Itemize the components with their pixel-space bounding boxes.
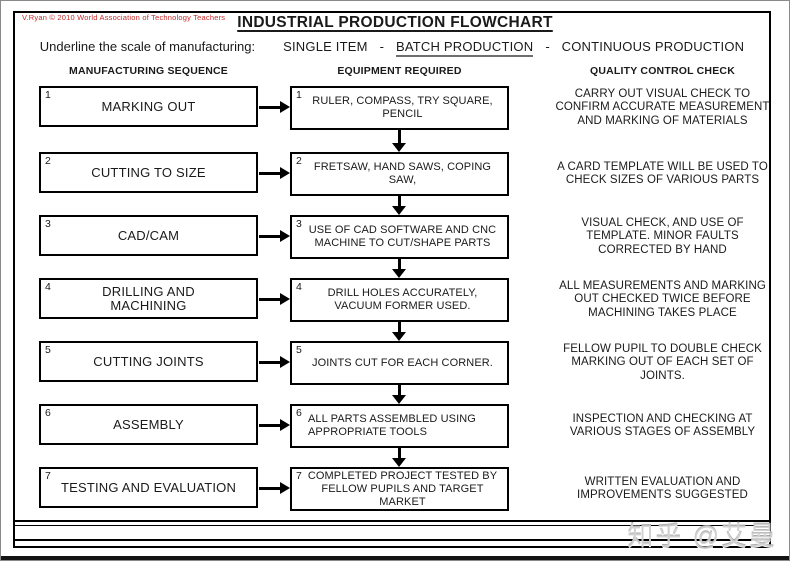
scale-option-continuous-production: CONTINUOUS PRODUCTION: [561, 39, 745, 54]
equipment-box-2: 2 FRETSAW, HAND SAWS, COPING SAW,: [290, 152, 509, 196]
equipment-text: DRILL HOLES ACCURATELY, VACUUM FORMER US…: [327, 287, 478, 312]
arrow-right-icon: [259, 419, 290, 431]
arrow-down-icon: [392, 196, 406, 215]
footer-rule-line: [13, 520, 771, 522]
sequence-box-number: 4: [45, 281, 51, 293]
equipment-box-number: 6: [296, 407, 302, 419]
column-header-quality-control-check: QUALITY CONTROL CHECK: [590, 65, 735, 77]
equipment-text: FRETSAW, HAND SAWS, COPING SAW,: [313, 161, 492, 186]
scale-separator: -: [379, 39, 385, 54]
quality-check-text-6: INSPECTION AND CHECKING AT VARIOUS STAGE…: [569, 412, 756, 439]
equipment-box-6: 6 ALL PARTS ASSEMBLED USING APPROPRIATE …: [290, 404, 509, 448]
footer-rule-line: [13, 525, 771, 526]
equipment-box-7: 7 COMPLETED PROJECT TESTED BY FELLOW PUP…: [290, 467, 509, 511]
scale-separator: -: [545, 39, 550, 54]
bottom-border-bar: [1, 556, 789, 560]
equipment-text: RULER, COMPASS, TRY SQUARE, PENCIL: [312, 95, 493, 120]
equipment-text: COMPLETED PROJECT TESTED BY FELLOW PUPIL…: [307, 469, 498, 508]
sequence-label: CUTTING TO SIZE: [91, 164, 206, 180]
arrow-down-icon: [392, 259, 406, 278]
sequence-box-1: 1 MARKING OUT: [39, 86, 258, 127]
equipment-box-number: 2: [296, 155, 302, 167]
arrow-right-icon: [259, 230, 290, 242]
arrow-down-icon: [392, 322, 406, 341]
equipment-text: USE OF CAD SOFTWARE AND CNC MACHINE TO C…: [308, 224, 497, 249]
equipment-box-number: 3: [296, 218, 302, 230]
footer-rule-line: [13, 539, 771, 541]
scale-option-single-item: SINGLE ITEM: [283, 39, 368, 54]
equipment-box-1: 1 RULER, COMPASS, TRY SQUARE, PENCIL: [290, 86, 509, 130]
arrow-right-icon: [259, 293, 290, 305]
equipment-box-number: 5: [296, 344, 302, 356]
quality-check-text-4: ALL MEASUREMENTS AND MARKING OUT CHECKED…: [559, 279, 766, 319]
arrow-down-icon: [392, 448, 406, 467]
equipment-box-5: 5 JOINTS CUT FOR EACH CORNER.: [290, 341, 509, 385]
arrow-down-icon: [392, 130, 406, 152]
equipment-box-number: 4: [296, 281, 302, 293]
equipment-box-3: 3 USE OF CAD SOFTWARE AND CNC MACHINE TO…: [290, 215, 509, 259]
sequence-label: CAD/CAM: [117, 227, 180, 243]
quality-check-text-2: A CARD TEMPLATE WILL BE USED TO CHECK SI…: [557, 160, 768, 187]
equipment-text: JOINTS CUT FOR EACH CORNER.: [312, 356, 493, 369]
sequence-box-number: 2: [45, 155, 51, 167]
quality-check-text-5: FELLOW PUPIL TO DOUBLE CHECK MARKING OUT…: [563, 342, 762, 382]
equipment-text: ALL PARTS ASSEMBLED USING APPROPRIATE TO…: [308, 413, 476, 438]
arrow-right-icon: [259, 167, 290, 179]
arrow-right-icon: [259, 482, 290, 494]
sequence-box-7: 7 TESTING AND EVALUATION: [39, 467, 258, 508]
arrow-right-icon: [259, 101, 290, 113]
copyright-watermark: V.Ryan © 2010 World Association of Techn…: [22, 13, 226, 22]
sequence-box-3: 3 CAD/CAM: [39, 215, 258, 256]
sequence-box-number: 5: [45, 344, 51, 356]
sequence-label: TESTING AND EVALUATION: [60, 479, 237, 495]
quality-check-text-7: WRITTEN EVALUATION AND IMPROVEMENTS SUGG…: [577, 475, 748, 502]
page-title: INDUSTRIAL PRODUCTION FLOWCHART: [1, 14, 789, 32]
quality-check-text-3: VISUAL CHECK, AND USE OF TEMPLATE. MINOR…: [581, 216, 744, 256]
quality-check-text-1: CARRY OUT VISUAL CHECK TO CONFIRM ACCURA…: [555, 87, 770, 127]
equipment-box-number: 7: [296, 470, 302, 482]
page-border-frame: [13, 11, 771, 548]
scale-option-batch-production: BATCH PRODUCTION: [396, 39, 534, 57]
sequence-box-number: 1: [45, 89, 51, 101]
arrow-down-icon: [392, 385, 406, 404]
scale-of-manufacturing-line: Underline the scale of manufacturing: SI…: [1, 39, 789, 57]
sequence-box-4: 4 DRILLING AND MACHINING: [39, 278, 258, 319]
sequence-label: MARKING OUT: [101, 98, 196, 114]
sequence-label: ASSEMBLY: [113, 416, 184, 432]
sequence-label: CUTTING JOINTS: [93, 353, 204, 369]
equipment-box-4: 4 DRILL HOLES ACCURATELY, VACUUM FORMER …: [290, 278, 509, 322]
sequence-box-number: 3: [45, 218, 51, 230]
zhihu-watermark: 知乎 @艾曼: [627, 521, 777, 551]
page-title-text: INDUSTRIAL PRODUCTION FLOWCHART: [237, 14, 553, 31]
scale-prompt: Underline the scale of manufacturing:: [39, 39, 256, 54]
column-header-manufacturing-sequence: MANUFACTURING SEQUENCE: [69, 65, 228, 77]
sequence-box-5: 5 CUTTING JOINTS: [39, 341, 258, 382]
sequence-label: DRILLING AND MACHINING: [102, 283, 195, 313]
equipment-box-number: 1: [296, 89, 302, 101]
sequence-box-number: 7: [45, 470, 51, 482]
arrow-right-icon: [259, 356, 290, 368]
sequence-box-2: 2 CUTTING TO SIZE: [39, 152, 258, 193]
sequence-box-6: 6 ASSEMBLY: [39, 404, 258, 445]
sequence-box-number: 6: [45, 407, 51, 419]
column-header-equipment-required: EQUIPMENT REQUIRED: [337, 65, 462, 77]
